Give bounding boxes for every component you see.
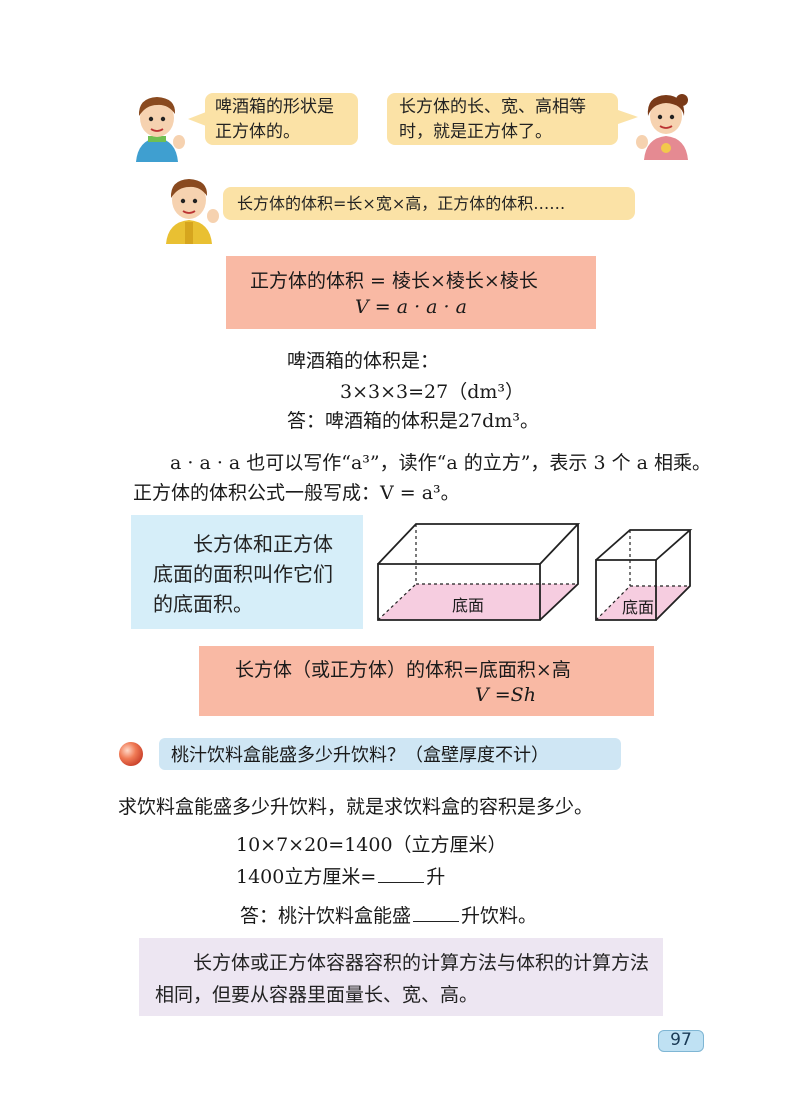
base-area-info-text: 长方体和正方体底面的面积叫作它们的底面积。 [153, 532, 333, 616]
general-volume-formula-box: 长方体（或正方体）的体积=底面积×高 V =Sh [199, 646, 654, 716]
cube-figure [592, 526, 694, 624]
boy-speech-bubble-middle: 长方体的体积=长×宽×高，正方体的体积…… [223, 187, 635, 220]
solution-calculation: 10×7×20=1400（立方厘米） [236, 834, 507, 856]
base-area-info-box: 长方体和正方体底面的面积叫作它们的底面积。 [131, 515, 363, 629]
boy-speech-text-middle: 长方体的体积=长×宽×高，正方体的体积…… [237, 194, 566, 213]
example-calculation: 3×3×3=27（dm³） [340, 381, 524, 403]
girl-speech-bubble: 长方体的长、宽、高相等时，就是正方体了。 [387, 93, 618, 145]
cube-formula-words: 正方体的体积 = 棱长×棱长×棱长 [250, 270, 538, 292]
boy-speech-text-top: 啤酒箱的形状是正方体的。 [215, 97, 334, 142]
question-text: 桃汁饮料盒能盛多少升饮料？（盒壁厚度不计） [171, 745, 549, 766]
example-answer: 答：啤酒箱的体积是27dm³。 [287, 410, 539, 432]
conversion-suffix: 升 [426, 866, 446, 888]
conversion-blank [378, 865, 425, 883]
bubble-tail-girl [618, 110, 638, 124]
notation-line-1: a · a · a 也可以写作“a³”，读作“a 的立方”，表示 3 个 a 相… [170, 452, 712, 474]
cube-volume-formula-box: 正方体的体积 = 棱长×棱长×棱长 V = a · a · a [226, 256, 596, 329]
general-formula-symbols: V =Sh [475, 684, 536, 706]
cube-base-label: 底面 [622, 598, 655, 617]
capacity-note-text: 长方体或正方体容器容积的计算方法与体积的计算方法相同，但要从容器里面量长、宽、高… [155, 952, 650, 1006]
cuboid-base-label: 底面 [452, 596, 485, 615]
general-formula-words: 长方体（或正方体）的体积=底面积×高 [235, 659, 571, 681]
question-bullet-icon [118, 741, 144, 767]
cube-formula-symbols: V = a · a · a [355, 296, 467, 318]
solution-answer: 答：桃汁饮料盒能盛 升饮料。 [240, 901, 537, 928]
conversion-prefix: 1400立方厘米= [236, 866, 377, 888]
answer-prefix: 答：桃汁饮料盒能盛 [240, 905, 412, 927]
girl-character [636, 92, 696, 162]
page-number: 97 [658, 1030, 704, 1052]
solution-conversion: 1400立方厘米= 升 [236, 862, 445, 889]
answer-suffix: 升饮料。 [461, 905, 538, 927]
notation-line-2: 正方体的体积公式一般写成：V = a³。 [133, 482, 460, 504]
boy-character-middle [158, 176, 220, 246]
girl-speech-text: 长方体的长、宽、高相等时，就是正方体了。 [399, 97, 586, 142]
bubble-tail-boy-top [188, 112, 206, 126]
boy-speech-bubble-top: 啤酒箱的形状是正方体的。 [205, 93, 358, 145]
question-pill: 桃汁饮料盒能盛多少升饮料？（盒壁厚度不计） [159, 738, 621, 770]
capacity-note-box: 长方体或正方体容器容积的计算方法与体积的计算方法相同，但要从容器里面量长、宽、高… [139, 938, 663, 1016]
example-lead: 啤酒箱的体积是： [287, 350, 440, 372]
answer-blank [413, 904, 460, 922]
cuboid-figure [374, 520, 582, 624]
boy-character-top [126, 92, 188, 164]
solution-intro: 求饮料盒能盛多少升饮料，就是求饮料盒的容积是多少。 [118, 796, 594, 818]
